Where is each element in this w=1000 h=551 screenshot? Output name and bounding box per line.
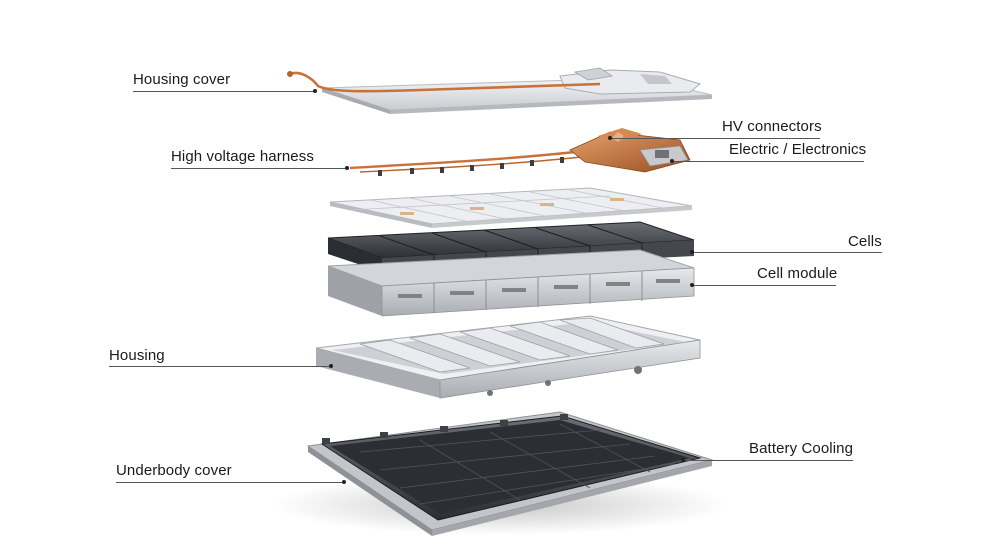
leader-dot-housing	[329, 364, 333, 368]
leader-dot-battery-cooling	[681, 458, 685, 462]
cell-module-part	[327, 249, 695, 317]
leader-housing	[109, 366, 331, 367]
electric-electronics-part	[569, 128, 691, 173]
leader-dot-housing-cover	[313, 89, 317, 93]
label-electric-electronics: Electric / Electronics	[729, 141, 867, 158]
label-cell-module: Cell module	[757, 265, 838, 282]
housing-part	[315, 315, 701, 399]
leader-electric-electronics	[672, 161, 864, 162]
label-cells: Cells	[848, 233, 882, 250]
label-hv-connectors: HV connectors	[722, 118, 822, 135]
leader-dot-underbody-cover	[342, 480, 346, 484]
leader-cell-module	[692, 285, 836, 286]
label-high-voltage-harness: High voltage harness	[171, 148, 314, 165]
battery-cooling-part	[320, 414, 702, 521]
leader-cells	[692, 252, 882, 253]
housing-cover-part	[287, 67, 713, 114]
leader-dot-cell-module	[690, 283, 694, 287]
leader-dot-high-voltage-harness	[345, 166, 349, 170]
leader-high-voltage-harness	[171, 168, 347, 169]
high-voltage-harness-part	[349, 144, 616, 176]
leader-dot-cells	[690, 250, 694, 254]
label-housing: Housing	[109, 347, 165, 364]
leader-dot-hv-connectors	[608, 136, 612, 140]
label-underbody-cover: Underbody cover	[116, 462, 232, 479]
leader-hv-connectors	[610, 138, 820, 139]
label-battery-cooling: Battery Cooling	[749, 440, 854, 457]
label-housing-cover: Housing cover	[133, 71, 231, 88]
leader-battery-cooling	[683, 460, 853, 461]
leader-housing-cover	[133, 91, 315, 92]
leader-underbody-cover	[116, 482, 344, 483]
leader-dot-electric-electronics	[670, 159, 674, 163]
